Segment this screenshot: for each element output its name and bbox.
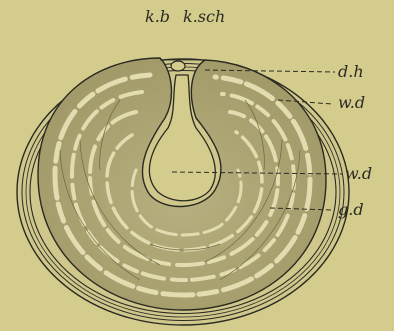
label-g-d: g.d — [338, 200, 364, 219]
label-k-b: k.b — [145, 7, 170, 26]
label-w-d-upper: w.d — [338, 93, 365, 112]
label-w-d-lower: w.d — [345, 164, 372, 183]
label-d-h: d.h — [338, 62, 364, 81]
dorsal-oval — [171, 61, 185, 71]
label-k-sch: k.sch — [183, 7, 225, 26]
